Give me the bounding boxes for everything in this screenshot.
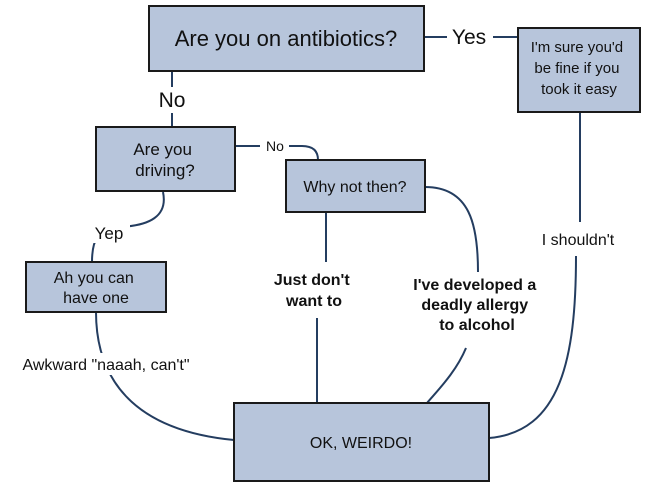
connectors bbox=[91, 36, 581, 441]
node-have-one: Ah you can have one bbox=[25, 261, 167, 313]
edge-label-allergy: I've developed a deadly allergy to alcoh… bbox=[413, 277, 540, 334]
node-fine-text: I'm sure you'd be fine if you took it ea… bbox=[531, 39, 628, 98]
connector-awkward bbox=[95, 311, 235, 441]
connector-shouldnt-lower bbox=[488, 255, 577, 439]
node-fine-box bbox=[517, 27, 641, 113]
edge-label-no-main: No bbox=[159, 89, 186, 112]
node-antibiotics: Are you on antibiotics? bbox=[148, 5, 425, 72]
edge-label-yep-bg bbox=[90, 223, 130, 243]
edge-label-allergy-line-1: I've developed a bbox=[413, 277, 536, 294]
node-why-not-text: Why not then? bbox=[303, 179, 406, 196]
connector-allergy bbox=[424, 186, 479, 273]
node-have-one-line-2: have one bbox=[63, 290, 129, 307]
node-weirdo: OK, WEIRDO! bbox=[233, 402, 490, 482]
node-driving: Are you driving? bbox=[95, 126, 236, 192]
edge-labels: Yes No No Yep Awkward "naaah, can't" Jus… bbox=[4, 24, 615, 375]
edge-label-no-main-bg bbox=[152, 87, 192, 113]
node-antibiotics-text: Are you on antibiotics? bbox=[175, 26, 398, 51]
node-fine: I'm sure you'd be fine if you took it ea… bbox=[517, 27, 641, 113]
edge-label-awkward: Awkward "naaah, can't" bbox=[22, 357, 189, 374]
edge-label-yes-bg bbox=[447, 24, 493, 48]
node-driving-line-2: driving? bbox=[135, 161, 195, 180]
edge-label-just-dont-line-2: want to bbox=[285, 293, 342, 310]
node-driving-line-1: Are you bbox=[133, 140, 192, 159]
node-have-one-text: Ah you can have one bbox=[54, 270, 139, 307]
connector-allergy-lower bbox=[426, 347, 467, 404]
node-have-one-line-1: Ah you can bbox=[54, 270, 134, 287]
node-weirdo-text: OK, WEIRDO! bbox=[310, 435, 412, 452]
edge-label-allergy-line-3: to alcohol bbox=[439, 317, 515, 334]
node-driving-box bbox=[95, 126, 236, 192]
edge-label-yes: Yes bbox=[452, 26, 486, 49]
node-fine-line-2: be fine if you bbox=[534, 60, 619, 77]
edge-label-no-small: No bbox=[266, 138, 284, 154]
node-why-not-box bbox=[285, 159, 426, 213]
node-fine-line-1: I'm sure you'd bbox=[531, 39, 623, 56]
node-why-not: Why not then? bbox=[285, 159, 426, 213]
edge-label-yep: Yep bbox=[95, 224, 124, 243]
edge-label-shouldnt: I shouldn't bbox=[542, 232, 615, 249]
connector-no-small bbox=[235, 145, 319, 161]
node-have-one-box bbox=[25, 261, 167, 313]
edge-label-no-small-bg bbox=[260, 138, 289, 154]
node-fine-line-3: took it easy bbox=[541, 81, 617, 98]
edge-label-awkward-bg bbox=[4, 353, 208, 375]
node-weirdo-box bbox=[233, 402, 490, 482]
node-antibiotics-box bbox=[148, 5, 425, 72]
edge-label-just-dont-line-1: Just don't bbox=[274, 272, 350, 289]
node-driving-text: Are you driving? bbox=[133, 140, 196, 180]
edge-label-allergy-line-2: deadly allergy bbox=[421, 297, 528, 314]
edge-label-just-dont: Just don't want to bbox=[274, 272, 354, 310]
